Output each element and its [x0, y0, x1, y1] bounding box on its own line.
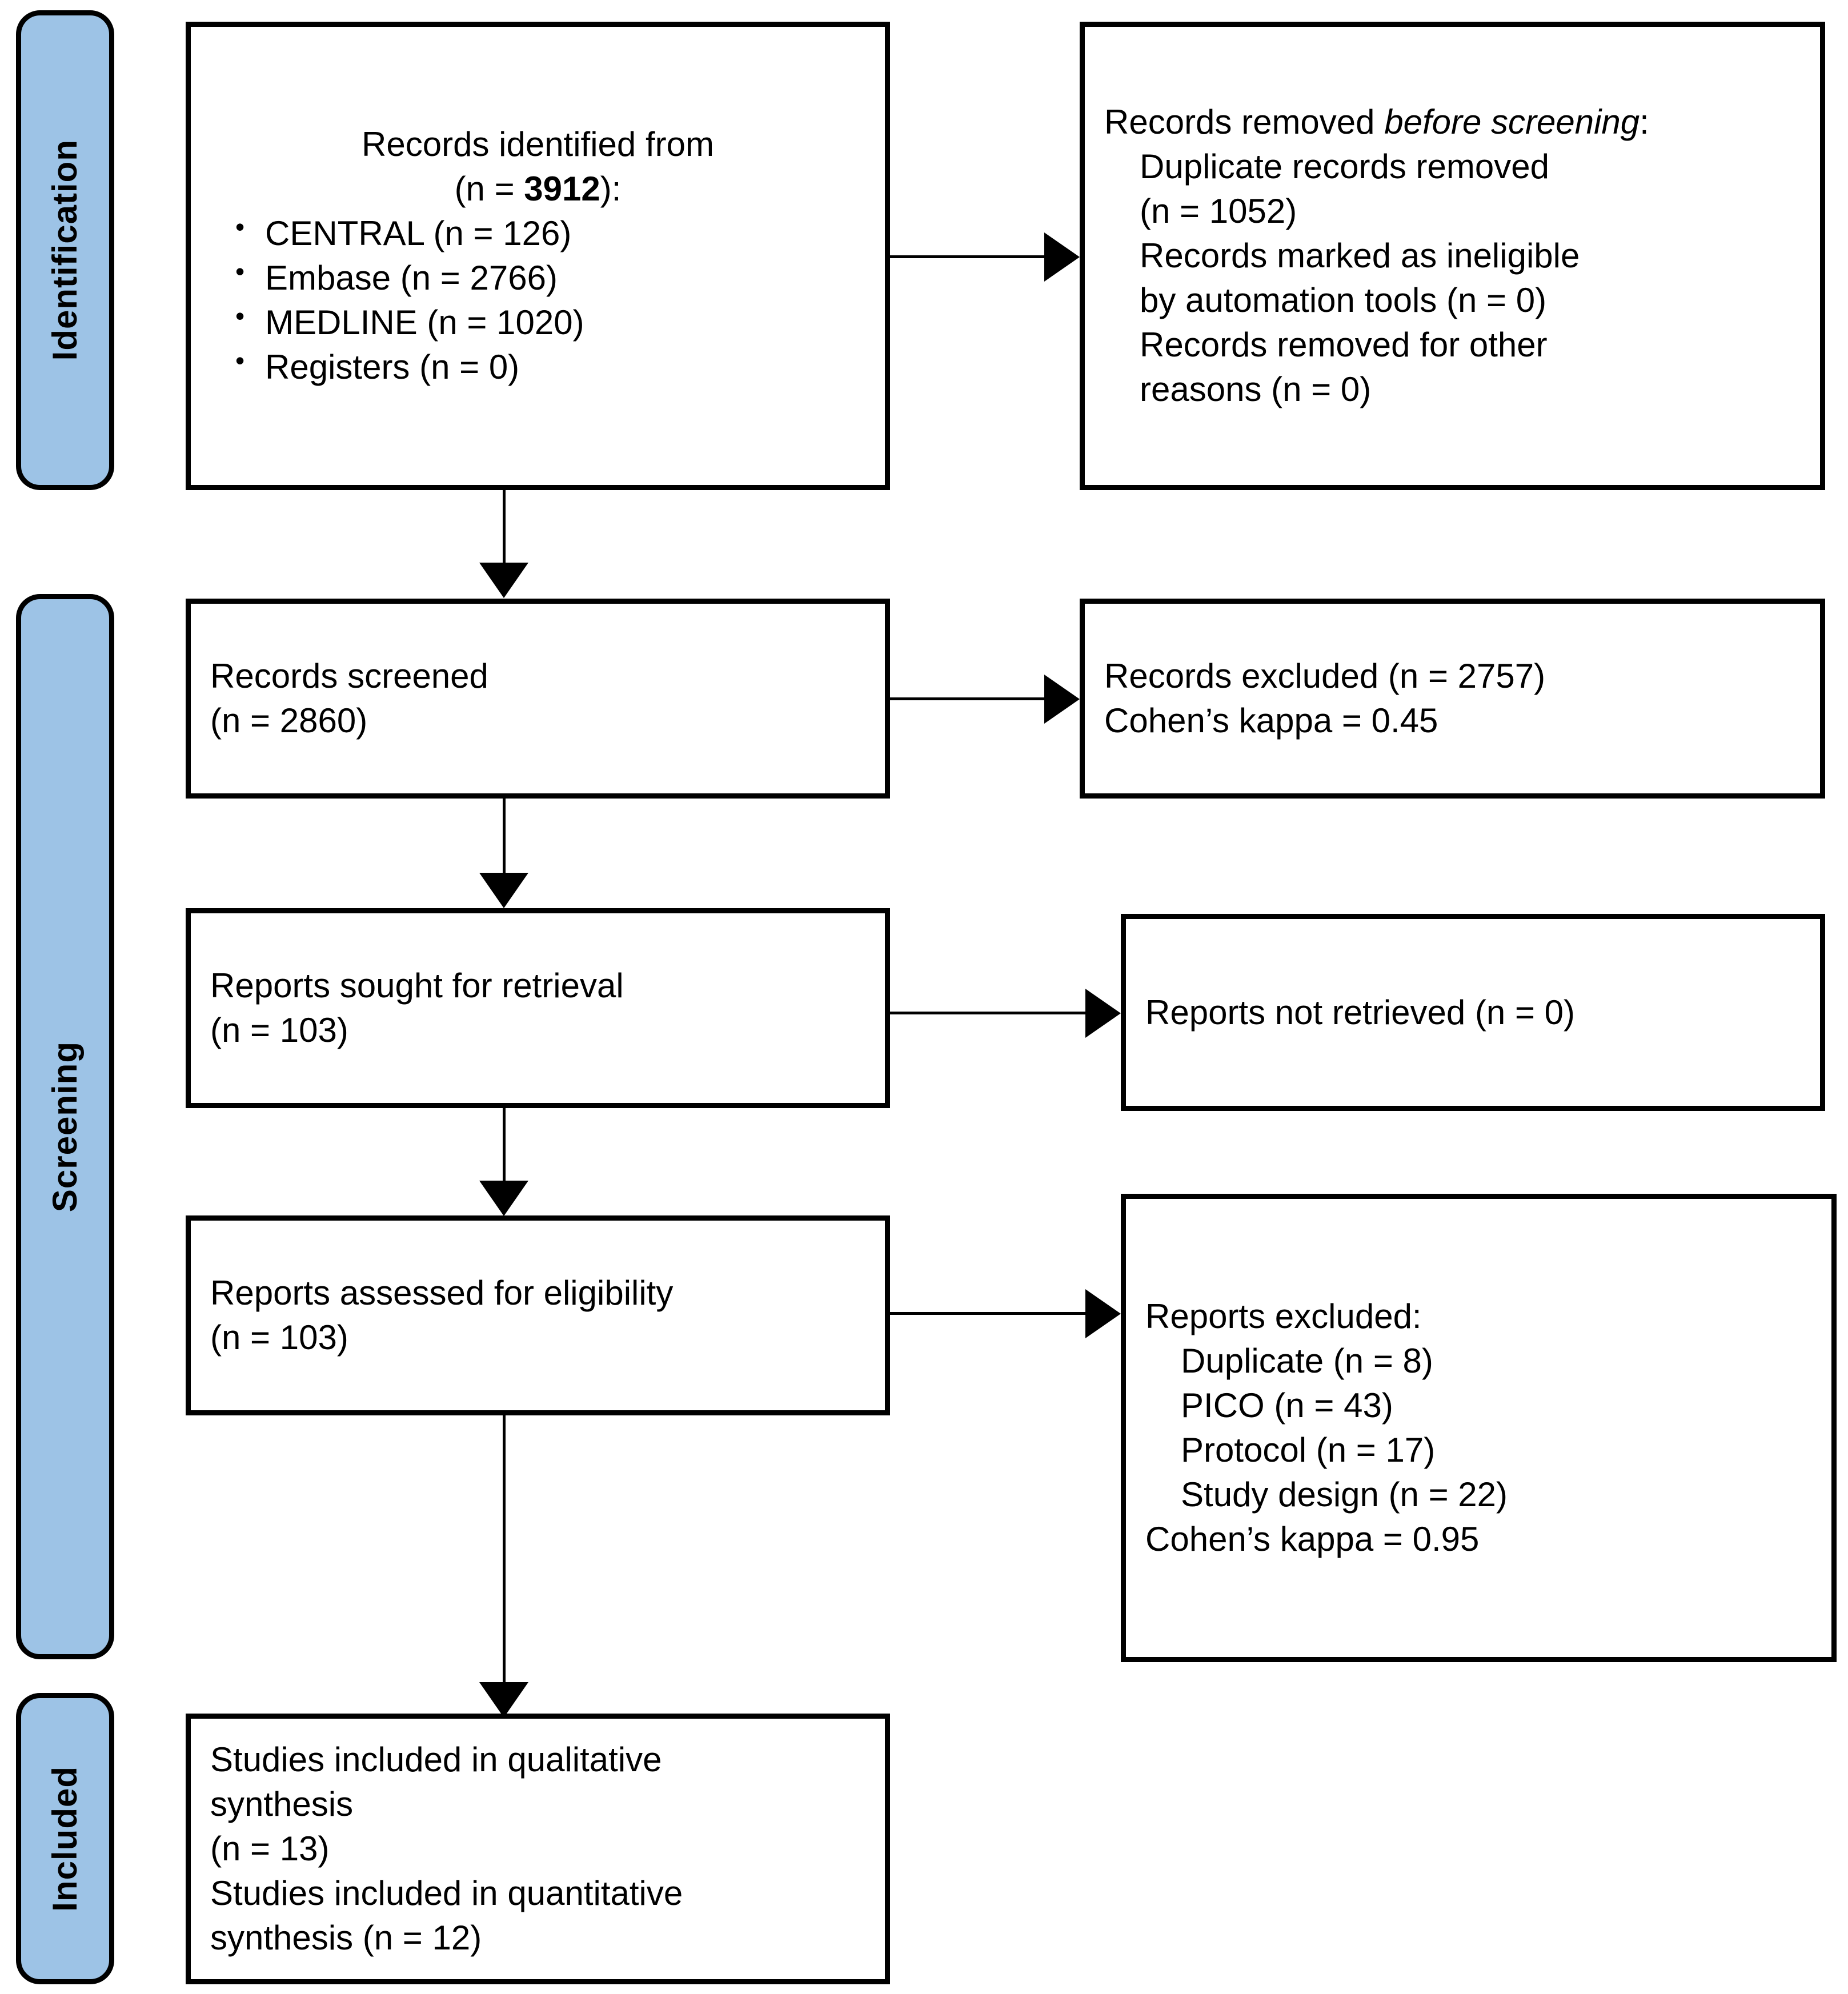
reports-excluded-title: Reports excluded: [1145, 1297, 1422, 1335]
list-item: PICO (n = 43) [1181, 1386, 1393, 1425]
studies-included-line4: Studies included in quantitative [210, 1874, 683, 1912]
records-screened-line1: Records screened [210, 657, 488, 695]
connector-identified-to-screened-line [503, 490, 506, 564]
connector-sought-to-assessed-arrowhead [479, 1181, 528, 1216]
list-item: MEDLINE (n = 1020) [235, 299, 865, 345]
box-reports-sought: Reports sought for retrieval (n = 103) [186, 908, 890, 1108]
reports-excluded-kappa: Cohen’s kappa = 0.95 [1145, 1520, 1480, 1558]
stage-label-included: Included [16, 1693, 114, 1984]
connector-sought-to-assessed-line [503, 1108, 506, 1182]
stage-label-identification: Identification [16, 10, 114, 490]
records-screened-line2: (n = 2860) [210, 701, 368, 740]
box-reports-excluded: Reports excluded: Duplicate (n = 8) PICO… [1121, 1194, 1837, 1662]
studies-included-line2: synthesis [210, 1785, 354, 1823]
connector-screened-to-sought-arrowhead [479, 873, 528, 908]
stage-label-screening: Screening [16, 594, 114, 1659]
list-item: Registers (n = 0) [235, 344, 865, 390]
studies-included-line1: Studies included in qualitative [210, 1740, 662, 1779]
connector-assessed-to-excluded-line [890, 1312, 1085, 1315]
stage-label-included-text: Included [46, 1766, 84, 1912]
count-suffix: ): [600, 170, 622, 208]
connector-identified-to-removed-arrowhead [1044, 232, 1080, 282]
reports-assessed-line1: Reports assessed for eligibility [210, 1274, 674, 1312]
box-records-removed: Records removed before screening: Duplic… [1080, 22, 1825, 490]
records-identified-title: Records identified from [362, 125, 714, 163]
studies-included-line5: synthesis (n = 12) [210, 1919, 482, 1957]
reports-sought-line2: (n = 103) [210, 1011, 348, 1049]
list-item: by automation tools (n = 0) [1140, 281, 1547, 319]
connector-screened-to-excluded-line [890, 697, 1044, 700]
box-records-identified: Records identified from (n = 3912): CENT… [186, 22, 890, 490]
connector-screened-to-sought-line [503, 799, 506, 874]
connector-identified-to-removed-line [890, 255, 1044, 258]
list-item: Duplicate (n = 8) [1181, 1342, 1433, 1380]
box-reports-not-retrieved: Reports not retrieved (n = 0) [1121, 914, 1825, 1111]
box-reports-assessed: Reports assessed for eligibility (n = 10… [186, 1215, 890, 1415]
records-identified-count: (n = 3912): [210, 167, 865, 211]
reports-assessed-line2: (n = 103) [210, 1318, 348, 1357]
list-item: Duplicate records removed [1140, 147, 1549, 186]
connector-assessed-to-included-arrowhead [479, 1682, 528, 1718]
records-removed-title: Records removed before screening: [1104, 100, 1801, 145]
list-item: Records removed for other [1140, 326, 1548, 364]
reports-not-retrieved-line1: Reports not retrieved (n = 0) [1145, 993, 1576, 1032]
list-item: Embase (n = 2766) [235, 255, 865, 300]
records-removed-title-prefix: Records removed [1104, 103, 1385, 141]
list-item: (n = 1052) [1140, 192, 1297, 230]
connector-sought-to-not-retrieved-line [890, 1012, 1085, 1014]
box-records-excluded: Records excluded (n = 2757) Cohen’s kapp… [1080, 599, 1825, 799]
count-prefix: (n = [454, 170, 524, 208]
records-excluded-line2: Cohen’s kappa = 0.45 [1104, 701, 1438, 740]
box-records-screened: Records screened (n = 2860) [186, 599, 890, 799]
list-item: reasons (n = 0) [1140, 370, 1372, 408]
connector-identified-to-screened-arrowhead [479, 563, 528, 598]
connector-screened-to-excluded-arrowhead [1044, 675, 1080, 724]
stage-label-identification-text: Identification [46, 139, 84, 361]
count-value: 3912 [524, 170, 600, 208]
connector-assessed-to-included-line [503, 1415, 506, 1684]
stage-label-screening-text: Screening [46, 1041, 84, 1213]
records-identified-sources: CENTRAL (n = 126) Embase (n = 2766) MEDL… [210, 210, 865, 390]
list-item: Study design (n = 22) [1181, 1475, 1508, 1514]
records-removed-title-emphasis: before screening [1384, 103, 1640, 141]
studies-included-line3: (n = 13) [210, 1829, 330, 1868]
box-studies-included: Studies included in qualitative synthesi… [186, 1714, 890, 1984]
reports-sought-line1: Reports sought for retrieval [210, 966, 624, 1005]
list-item: Protocol (n = 17) [1181, 1431, 1436, 1469]
list-item: Records marked as ineligible [1140, 236, 1580, 275]
records-excluded-line1: Records excluded (n = 2757) [1104, 657, 1546, 695]
list-item: CENTRAL (n = 126) [235, 210, 865, 256]
connector-assessed-to-excluded-arrowhead [1085, 1289, 1121, 1338]
records-removed-title-suffix: : [1639, 103, 1649, 141]
connector-sought-to-not-retrieved-arrowhead [1085, 989, 1121, 1038]
